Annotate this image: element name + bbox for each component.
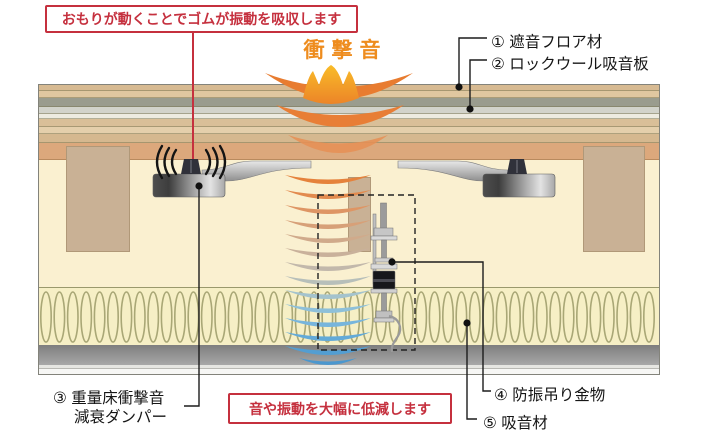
label-3-line1: ③ 重量床衝撃音 xyxy=(53,390,165,407)
impact-sound-label: 衝撃音 xyxy=(303,39,388,62)
label-5-sound-absorber: ⑤ 吸音材 xyxy=(483,415,548,432)
label-1-sound-insulation-floor: ① 遮音フロア材 xyxy=(491,34,603,51)
rockwool-layer xyxy=(39,98,659,107)
subfloor-layer-2 xyxy=(39,127,659,134)
insulation-layer xyxy=(39,287,659,345)
joist-right xyxy=(583,146,645,252)
subfloor-layer-3 xyxy=(39,134,659,143)
insulation-loops-pattern xyxy=(40,291,655,343)
joist-left xyxy=(66,146,130,252)
leader-1 xyxy=(458,37,487,87)
red-pointer-line xyxy=(192,32,194,159)
label-3-line2: 減衰ダンパー xyxy=(74,409,168,426)
note-bottom-text: 音や振動を大幅に低減します xyxy=(249,400,431,417)
label-2-rockwool-board: ② ロックウール吸音板 xyxy=(491,56,649,73)
rockwool-layer-light xyxy=(39,107,659,114)
structural-band xyxy=(39,143,659,160)
ceiling-finish-layer-1 xyxy=(39,365,659,369)
note-top-text: おもりが動くことでゴムが振動を吸収します xyxy=(61,11,342,27)
joist-center xyxy=(348,177,371,252)
floor-layer-2 xyxy=(39,91,659,98)
ceiling-board xyxy=(39,345,659,365)
note-top: おもりが動くことでゴムが振動を吸収します xyxy=(45,5,358,33)
subfloor-layer-1 xyxy=(39,119,659,127)
label-4-hanger-hardware: ④ 防振吊り金物 xyxy=(494,387,606,404)
note-bottom: 音や振動を大幅に低減します xyxy=(228,393,452,424)
label-3-damper: ③ 重量床衝撃音 減衰ダンパー xyxy=(53,389,167,427)
ceiling-finish-layer-2 xyxy=(39,369,659,374)
cross-section xyxy=(38,84,660,375)
